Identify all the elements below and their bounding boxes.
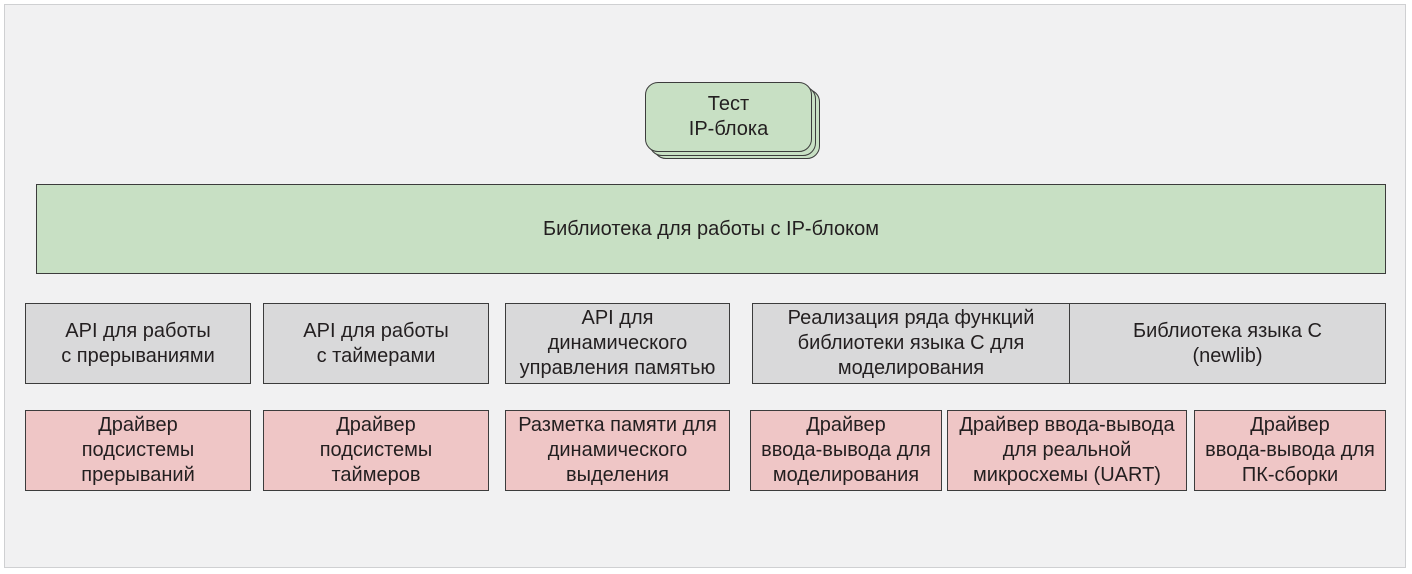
newlib-box: Библиотека языка С (newlib) <box>1069 303 1386 384</box>
memory-layout-box: Разметка памяти для динамического выделе… <box>505 410 730 491</box>
io-sim-driver-box: Драйвер ввода-вывода для моделирования <box>750 410 942 491</box>
c-functions-box: Реализация ряда функций библиотеки языка… <box>752 303 1070 384</box>
test-ip-block: Тест IP-блока <box>645 82 812 152</box>
interrupt-driver-box: Драйвер подсистемы прерываний <box>25 410 251 491</box>
io-uart-driver-box: Драйвер ввода-вывода для реальной микрос… <box>947 410 1187 491</box>
memory-api-box: API для динамического управления памятью <box>505 303 730 384</box>
timer-driver-box: Драйвер подсистемы таймеров <box>263 410 489 491</box>
timers-api-box: API для работы с таймерами <box>263 303 489 384</box>
io-pc-driver-box: Драйвер ввода-вывода для ПК-сборки <box>1194 410 1386 491</box>
interrupts-api-box: API для работы с прерываниями <box>25 303 251 384</box>
ip-block-library: Библиотека для работы с IP-блоком <box>36 184 1386 274</box>
